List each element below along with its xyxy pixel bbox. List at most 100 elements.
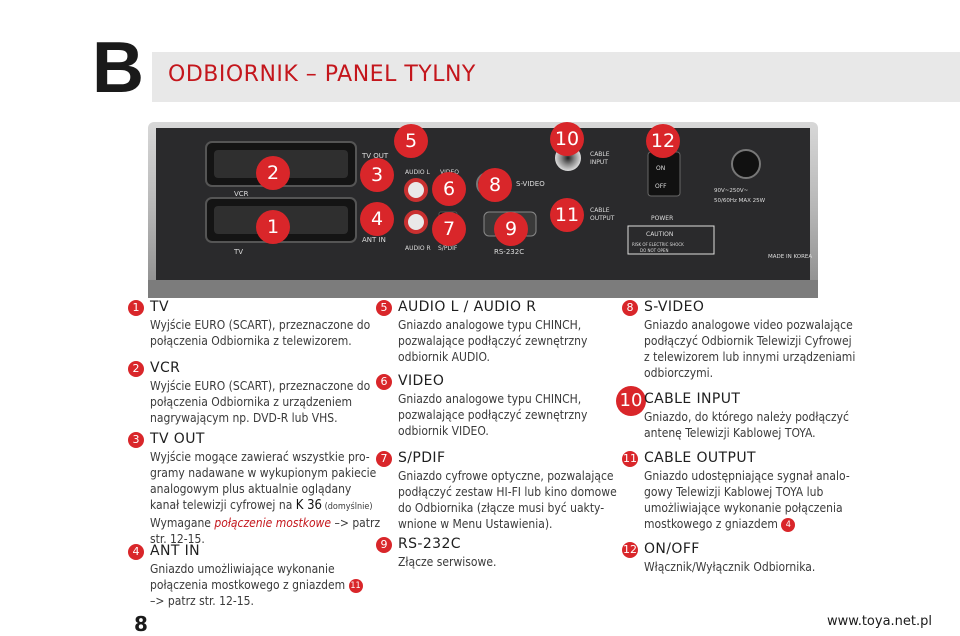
item-description: Gniazdo analogowe typu CHINCH, pozwalają… [398,317,587,365]
audio-l-connector [404,178,428,202]
desc-line: połączenia Odbiornika z urządzeniem [150,395,353,409]
power-socket [731,149,761,179]
item-number: 9 [376,537,392,553]
desc-line: Gniazdo analogowe typu CHINCH, [398,318,582,332]
item-heading: S/PDIF [398,450,446,466]
item-number: 10 [616,386,646,416]
item-number: 1 [128,300,144,316]
item-heading: ON/OFF [644,541,700,557]
label-caution: CAUTION [646,231,673,238]
item-description: Gniazdo, do którego należy podłączyć ant… [644,409,849,441]
caution-box [627,225,715,255]
desc-line: wnione w Menu Ustawienia). [398,517,553,531]
item-description: Gniazdo analogowe video pozwalające podł… [644,317,855,381]
desc-line: podłączyć Odbiornik Telewizji Cyfrowej [644,334,852,348]
desc-line: połączenia Odbiornika z telewizorem. [150,334,352,348]
desc-line: pozwalające podłączyć zewnętrzny [398,334,588,348]
label-audio-l: AUDIO L [405,169,431,176]
desc-line: kanał telewizji cyfrowej na K 36 (domyśl… [150,498,373,513]
device-badge-7: 7 [432,212,466,246]
label-risk-1: RISK OF ELECTRIC SHOCK [632,242,684,247]
desc-line: nagrywającym np. DVD-R lub VHS. [150,411,338,425]
device-badge-4: 4 [360,202,394,236]
item-heading: VIDEO [398,373,445,389]
device-badge-11: 11 [550,198,584,232]
title-bar [152,52,960,102]
bridge-connection-link[interactable]: połączenie mostkowe [214,516,332,530]
label-voltage: 90V~250V~ [714,188,749,194]
label-freq: 50/60Hz MAX 25W [714,198,766,204]
desc-line: gramy nadawane w wykupionym pakiecie [150,466,377,480]
label-power: POWER [651,215,673,222]
item-description: Wyjście EURO (SCART), przeznaczone do po… [150,317,370,349]
section-letter: B [92,28,144,108]
item-heading: CABLE INPUT [644,391,741,407]
item-number: 3 [128,432,144,448]
desc-line: podłączyć zestaw HI-FI lub kino domowe [398,485,617,499]
desc-line: Gniazdo cyfrowe optyczne, pozwalające [398,469,614,483]
desc-line: odbiornik VIDEO. [398,424,489,438]
item-number: 6 [376,374,392,390]
item-heading: TV OUT [150,431,205,447]
device-back-panel-image: VCR TV TV OUT ANT IN AUDIO L VIDEO AUDIO… [148,108,818,298]
device-badge-12: 12 [646,124,680,158]
desc-line: odbiorczymi. [644,366,714,380]
item-description: Włącznik/Wyłącznik Odbiornika. [644,559,815,575]
desc-line: Włącznik/Wyłącznik Odbiornika. [644,560,816,574]
item-number: 12 [622,542,638,558]
desc-line: pozwalające podłączyć zewnętrzny [398,408,588,422]
item-description: Złącze serwisowe. [398,554,496,570]
page-title: ODBIORNIK – PANEL TYLNY [168,62,476,87]
label-made-in: MADE IN KOREA [768,254,812,260]
audio-r-connector [404,210,428,234]
desc-line: Gniazdo umożliwiające wykonanie [150,562,335,576]
label-cable-output-1: CABLE [590,207,610,214]
label-cable-output-2: OUTPUT [590,215,615,222]
item-heading: AUDIO L / AUDIO R [398,299,537,315]
device-badge-5: 5 [394,124,428,158]
desc-line: odbiornik AUDIO. [398,350,490,364]
label-off: OFF [655,183,667,190]
device-badge-8: 8 [478,168,512,202]
desc-line: umożliwiające wykonanie połączenia [644,501,843,515]
item-description: Wyjście EURO (SCART), przeznaczone do po… [150,378,370,426]
website-link[interactable]: www.toya.net.pl [826,614,932,629]
device-badge-6: 6 [432,172,466,206]
item-description: Wyjście mogące zawierać wszystkie pro- g… [150,449,380,547]
item-number: 7 [376,451,392,467]
desc-line: do Odbiornika (złącze musi być uakty- [398,501,605,515]
item-heading: VCR [150,360,181,376]
label-cable-input-2: INPUT [590,159,608,166]
label-risk-2: DO NOT OPEN [640,248,668,253]
desc-line: z telewizorem lub innymi urządzeniami [644,350,856,364]
item-number: 4 [128,544,144,560]
desc-line: Gniazdo analogowe video pozwalające [644,318,853,332]
label-cable-input-1: CABLE [590,151,610,158]
desc-line: Złącze serwisowe. [398,555,497,569]
item-description: Gniazdo cyfrowe optyczne, pozwalające po… [398,468,617,532]
item-number: 2 [128,361,144,377]
label-spdif: S/PDIF [438,245,458,252]
device-badge-9: 9 [494,212,528,246]
inline-badge-11: 11 [348,578,363,593]
desc-line: analogowym plus aktualnie oglądany [150,482,352,496]
item-heading: S-VIDEO [644,299,705,315]
label-on: ON [656,165,665,172]
label-ant-in: ANT IN [362,236,386,244]
device-badge-2: 2 [256,156,290,190]
desc-line: str. 12-15. [150,532,205,546]
item-description: Gniazdo umożliwiające wykonanie połączen… [150,561,363,609]
page-number: 8 [134,612,148,636]
desc-line: Wyjście mogące zawierać wszystkie pro- [150,450,370,464]
desc-line: Gniazdo, do którego należy podłączyć [644,410,849,424]
desc-line: mostkowego z gniazdem 4 [644,516,850,532]
desc-line: antenę Telewizji Kablowej TOYA. [644,426,816,440]
device-badge-1: 1 [256,210,290,244]
label-audio-r: AUDIO R [405,245,431,252]
label-svideo: S-VIDEO [516,180,545,188]
desc-line: Wymagane połączenie mostkowe –> patrz [150,516,381,530]
item-number: 11 [622,451,638,467]
device-illustration: VCR TV TV OUT ANT IN AUDIO L VIDEO AUDIO… [148,122,818,298]
label-rs232: RS-232C [494,248,524,256]
desc-line: Gniazdo udostępniające sygnał analo- [644,469,850,483]
